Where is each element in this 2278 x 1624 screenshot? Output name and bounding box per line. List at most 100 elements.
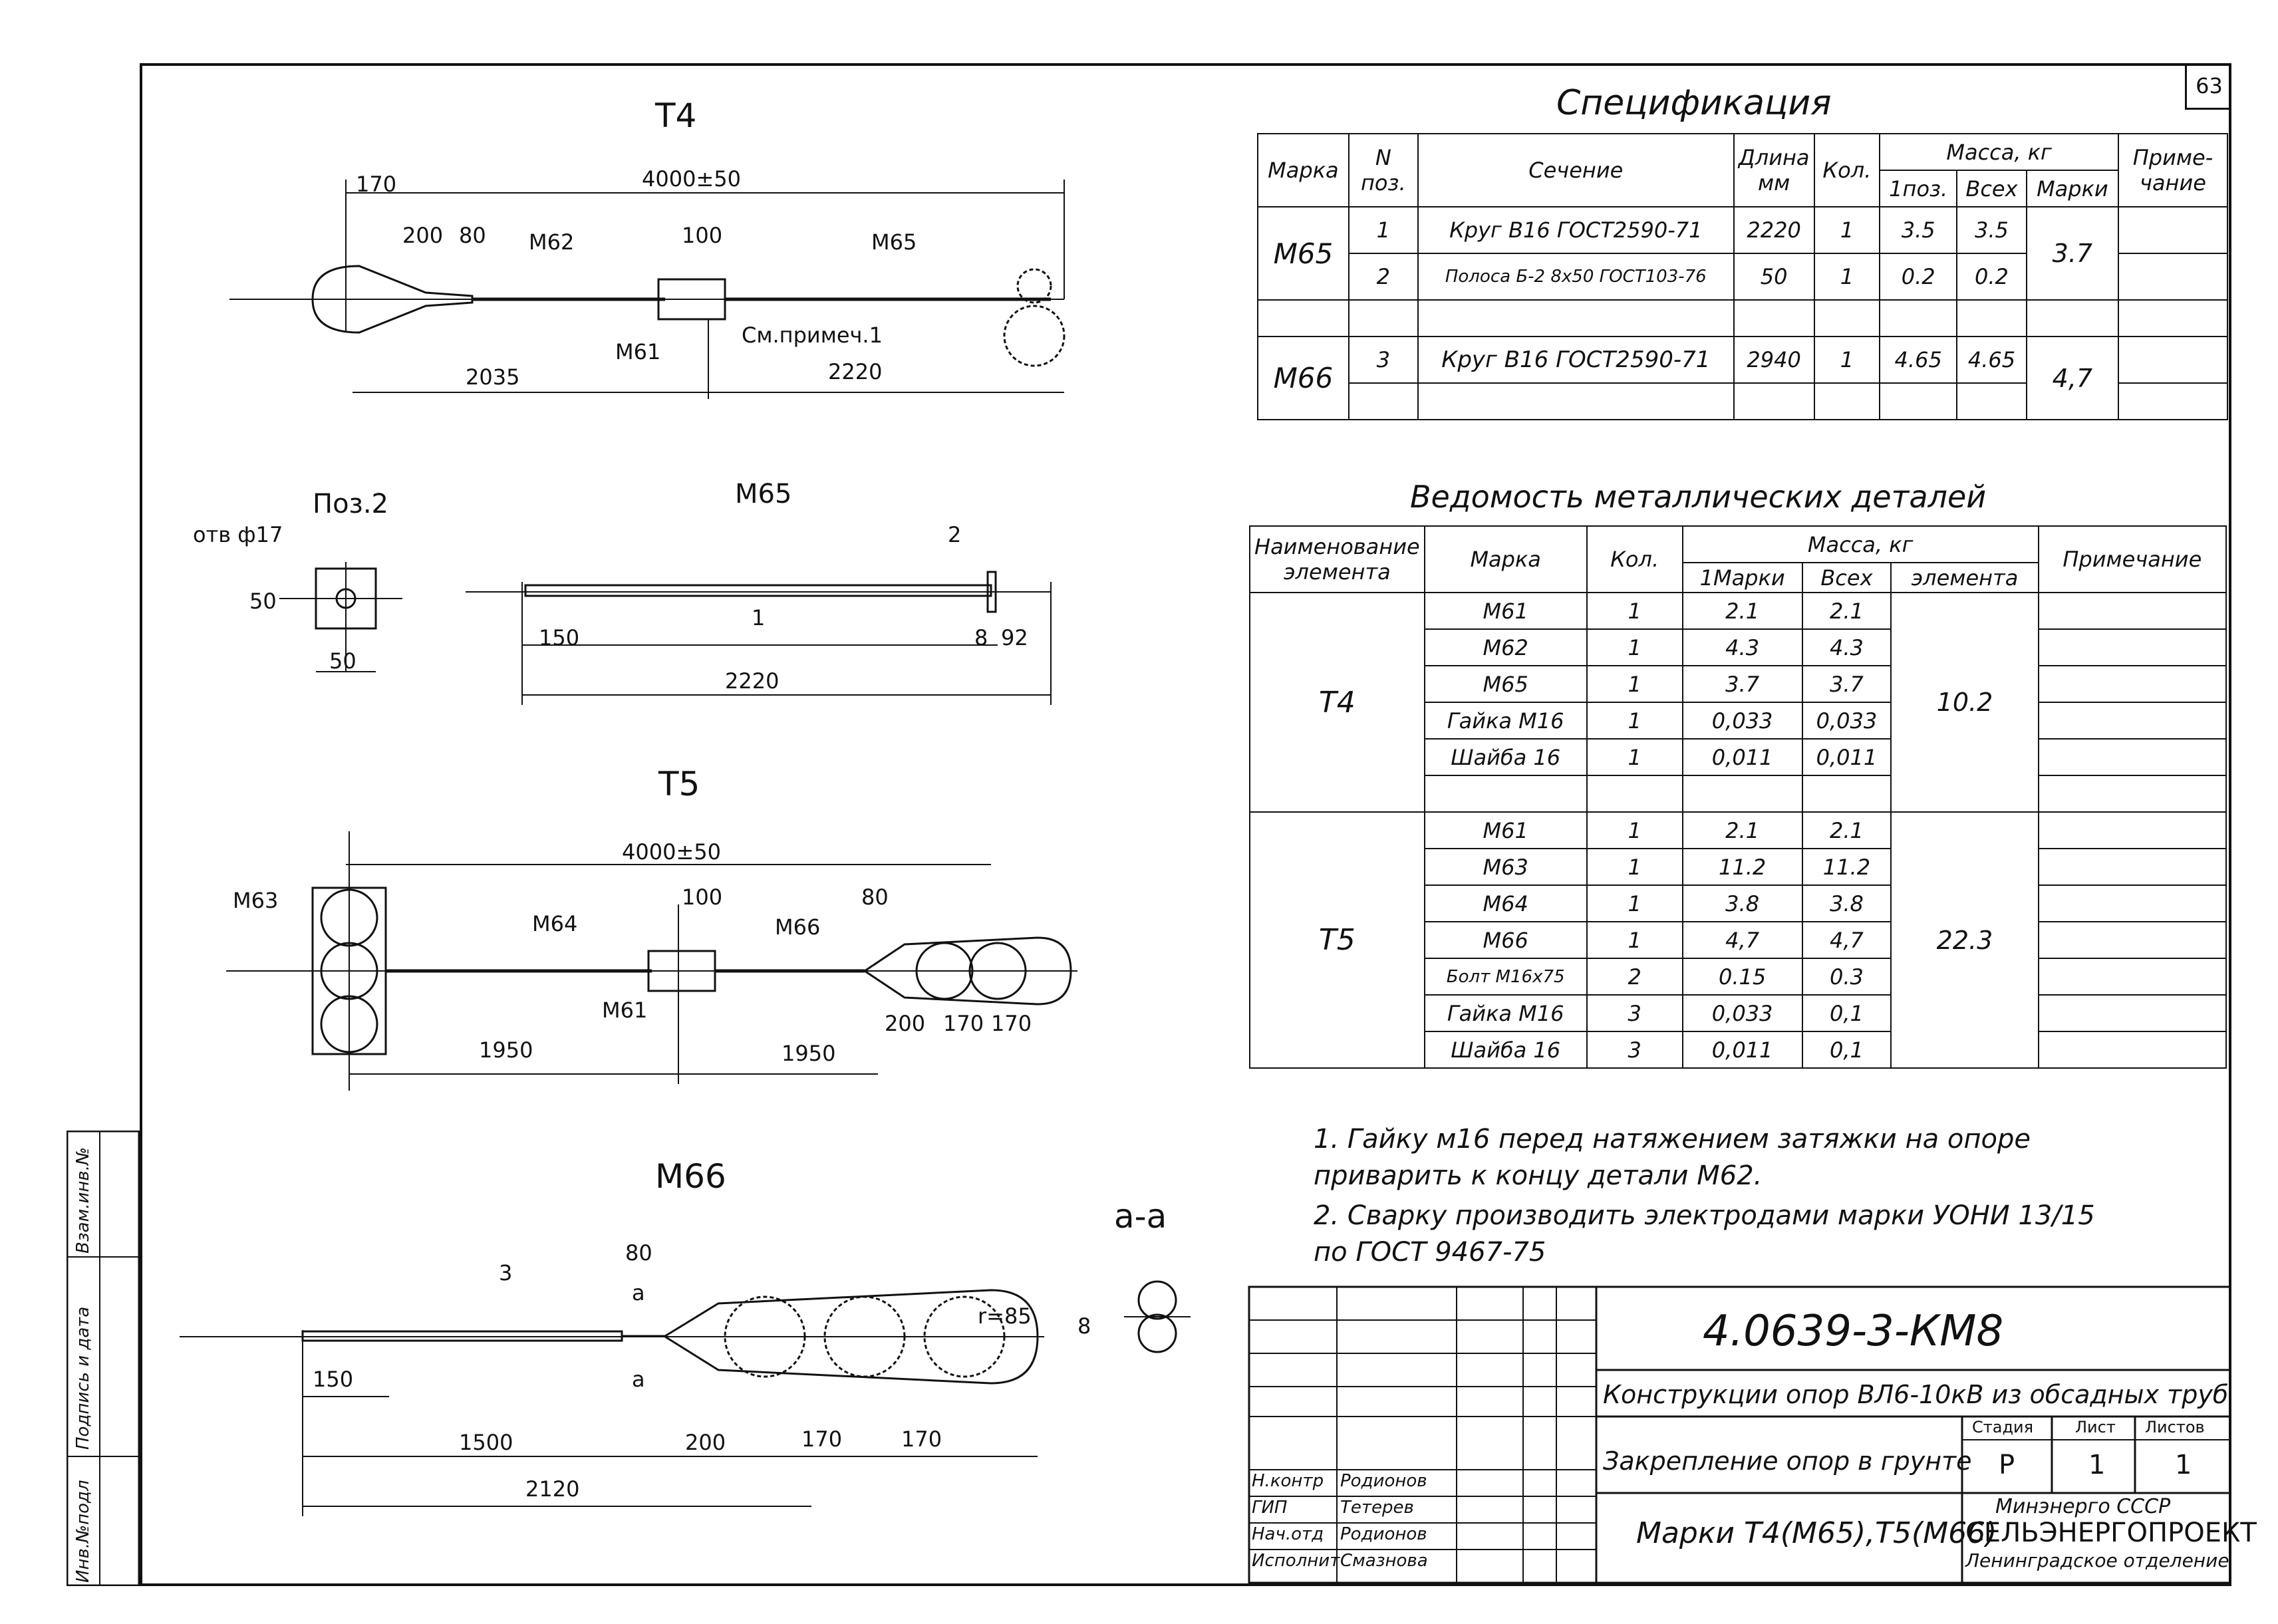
org-name: СЕЛЬЭНЕРГОПРОЕКТ	[1965, 1518, 2257, 1548]
t4-drawing	[229, 180, 1066, 399]
table-cell: 0,1	[1801, 1031, 1892, 1069]
project-name: Конструкции опор ВЛ6-10кВ из обсадных тр…	[1603, 1380, 2229, 1409]
table-cell	[1423, 775, 1588, 813]
pos2-title: Поз.2	[313, 489, 388, 519]
table-cell	[2118, 206, 2228, 254]
table-cell: 11.2	[1681, 848, 1803, 886]
table-cell	[1879, 382, 1958, 420]
metal-h-qty: Кол.	[1586, 525, 1683, 593]
table-cell	[2037, 994, 2227, 1032]
pos2-dim-w: 50	[329, 648, 356, 674]
table-cell	[2037, 884, 2227, 922]
t5-dim-right: 1950	[782, 1041, 836, 1066]
table-cell: М66	[1257, 336, 1350, 420]
table-cell	[2037, 921, 2227, 959]
table-cell	[2037, 1031, 2227, 1069]
signer-role: Н.контр	[1252, 1471, 1324, 1491]
table-cell: 3	[1586, 1031, 1683, 1069]
pos2-hole: отв ф17	[193, 522, 283, 547]
t4-label-m65: М65	[871, 229, 917, 255]
table-cell: 1	[1813, 336, 1881, 384]
metal-row: Т4 М61 1 2.1 2.1 10.2	[1249, 592, 2227, 813]
table-cell	[1879, 299, 1958, 337]
table-cell: Круг В16 ГОСТ2590-71	[1417, 336, 1735, 384]
t5-drawing	[226, 831, 1077, 1091]
table-cell	[2037, 738, 2227, 776]
section-aa-dim: 8	[1077, 1313, 1091, 1339]
table-cell: 1	[1586, 702, 1683, 740]
metal-h-m1: 1Марки	[1681, 562, 1803, 593]
pos2-dim-h: 50	[249, 589, 277, 614]
m66-dim-80: 80	[625, 1240, 652, 1266]
m65-dim-total: 2220	[725, 668, 780, 694]
doc-code: 4.0639-3-КМ8	[1703, 1307, 2004, 1356]
metal-h-mel: элемента	[1890, 562, 2039, 593]
t5-label-m61: М61	[602, 998, 648, 1023]
note-line-4: по ГОСТ 9467-75	[1314, 1237, 1546, 1268]
t5-label-m63: М63	[233, 888, 279, 913]
signer-role: ГИП	[1252, 1498, 1288, 1518]
t4-title: Т4	[655, 96, 697, 135]
table-cell	[2025, 299, 2120, 337]
spec-row: М65 1 Круг В16 ГОСТ2590-71 2220 1 3.5 3.…	[1257, 206, 2228, 301]
spec-row: М66 3 Круг В16 ГОСТ2590-71 2940 1 4.65 4…	[1257, 336, 2228, 420]
t5-dim-100: 100	[682, 884, 723, 910]
note-line-2: приварить к концу детали М62.	[1314, 1160, 1763, 1191]
t4-dim-100: 100	[682, 223, 723, 248]
t4-dim-80: 80	[459, 223, 486, 248]
spec-h-mass-pos: 1поз.	[1879, 170, 1958, 207]
table-cell: 11.2	[1801, 848, 1892, 886]
table-cell	[2037, 775, 2227, 813]
table-cell: 1	[1813, 253, 1881, 301]
spec-h-mass: Масса, кг	[1879, 133, 2119, 171]
m65-dim-150: 150	[539, 625, 580, 650]
t5-label-m66: М66	[775, 914, 821, 940]
signer-name: Родионов	[1340, 1471, 1427, 1491]
m66-dim-170b: 170	[901, 1426, 942, 1452]
sheet-title: Закрепление опор в грунте	[1603, 1446, 1972, 1476]
t5-dim-170a: 170	[943, 1011, 984, 1036]
t5-dim-200: 200	[885, 1011, 926, 1036]
table-cell: 1	[1586, 628, 1683, 666]
table-cell: М66	[1423, 921, 1588, 959]
t5-label-m64: М64	[532, 911, 578, 936]
table-cell: 4.65	[1956, 336, 2027, 384]
signer-name: Родионов	[1340, 1524, 1427, 1544]
table-cell: 0,011	[1681, 738, 1803, 776]
table-cell	[1681, 775, 1803, 813]
table-cell: М61	[1423, 592, 1588, 630]
sheet-value: 1	[2088, 1450, 2106, 1480]
m65-pos2: 2	[948, 522, 962, 547]
table-cell: 0.2	[1879, 253, 1958, 301]
table-cell	[1956, 382, 2027, 420]
sheets-value: 1	[2175, 1450, 2192, 1480]
table-cell: 4,7	[1681, 921, 1803, 959]
m66-dim-170a: 170	[801, 1426, 843, 1452]
t5-title: Т5	[658, 765, 700, 803]
table-cell: 3.7	[1801, 665, 1892, 703]
t4-dim-right: 2220	[828, 359, 883, 384]
table-cell: 1	[1586, 665, 1683, 703]
spec-h-qty: Кол.	[1813, 133, 1881, 207]
table-cell: 0,033	[1681, 994, 1803, 1032]
m66-dim-150: 150	[313, 1367, 354, 1392]
table-cell: 3.7	[2025, 206, 2120, 301]
m65-drawing	[466, 571, 1052, 705]
m66-section-mark-top: а	[632, 1280, 645, 1305]
table-cell	[2118, 299, 2228, 337]
m65-title: М65	[735, 479, 792, 509]
table-cell	[1586, 775, 1683, 813]
table-cell: 2.1	[1681, 811, 1803, 849]
table-cell	[1733, 382, 1815, 420]
table-cell	[2037, 702, 2227, 740]
table-cell	[2118, 253, 2228, 301]
table-cell: 3	[1586, 994, 1683, 1032]
table-cell: 4,7	[2025, 336, 2120, 420]
table-cell: Шайба 16	[1423, 1031, 1588, 1069]
table-cell	[2037, 848, 2227, 886]
table-cell: 0,011	[1681, 1031, 1803, 1069]
metal-h-note: Примечание	[2037, 525, 2227, 593]
